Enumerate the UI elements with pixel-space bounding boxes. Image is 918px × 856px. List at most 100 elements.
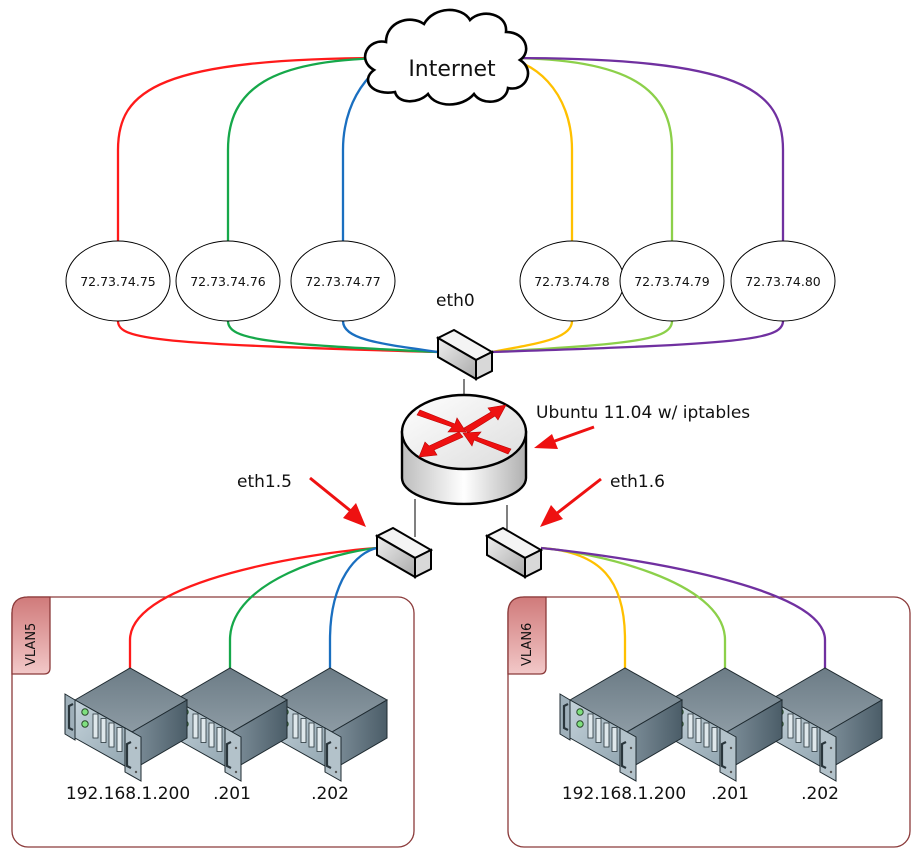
status-led-icon [576,708,584,716]
lan-wire-purple [540,546,827,668]
servers: .202 .201 192.168.1.200 .202 .201 192.168.1.2… [64,667,884,804]
public-ip-node[interactable]: 72.73.74.79 [619,240,725,322]
handle-right [820,741,827,769]
public-ip-node[interactable]: 72.73.74.77 [290,240,396,322]
drive-bay [595,718,602,743]
server-ip-label: 192.168.1.200 [562,784,686,804]
eth0-label: eth0 [436,291,475,311]
drive-bay [611,727,618,752]
lan-wire-red [128,546,378,668]
public-ip-label: 72.73.74.77 [305,274,381,289]
drive-bay [200,718,207,743]
status-led-icon [576,720,584,728]
public-ip-node[interactable]: 72.73.74.75 [65,240,171,322]
screw [234,770,238,774]
screw [134,746,138,750]
screw [629,770,633,774]
lan-wires [128,546,827,668]
public-ip-label: 72.73.74.75 [80,274,156,289]
screw [829,746,833,750]
drive-bay [787,713,794,739]
drive-bay [216,727,223,752]
eth0-wire-red [116,320,439,354]
lan-wire-blue [328,546,378,668]
vlan5-group: VLAN5 [11,596,415,848]
lan-wire-yellow [540,546,627,668]
internet-wires [116,56,785,241]
handle-right [225,741,232,769]
drive-bay [192,713,199,739]
internet-wire-red [116,56,391,241]
drive-bay [603,722,610,748]
eth0-wire-blue [341,320,439,354]
drive-bay [795,718,802,743]
eth0-wire-yellow [491,320,574,354]
router[interactable] [400,393,528,506]
vlan5-border [11,596,415,848]
ip-ellipse [730,240,836,322]
screw [729,746,733,750]
status-led-icon [81,708,89,716]
screw [729,770,733,774]
server-ip-label: .201 [711,784,749,804]
eth1-6-nic[interactable] [484,526,544,579]
status-led-icon [81,720,89,728]
vlan5-tab [11,596,51,675]
router-arrows-icon [416,404,512,458]
drive-bay [711,727,718,752]
eth1-6-pointer-arrow [540,477,602,527]
ip-ellipse [175,240,281,322]
server-ip-label: .201 [213,784,251,804]
handle-left [562,703,569,731]
cloud-icon [363,8,530,106]
public-ip-nodes: 72.73.74.75 72.73.74.76 72.73.74.77 72.73.7… [65,240,836,322]
drive-bay [803,722,810,748]
drive-bay [587,713,594,739]
drive-bay [116,727,123,752]
ip-ellipse [290,240,396,322]
internet-label: Internet [408,57,496,82]
screw [334,746,338,750]
screw [829,770,833,774]
server-vlan5-0[interactable]: 192.168.1.200 [64,667,190,804]
drive-bay [695,718,702,743]
screw [629,746,633,750]
server-ip-label: .202 [311,784,349,804]
handle-right [325,741,332,769]
server-vlan5-1[interactable]: .201 [164,667,289,804]
vlan6-group: VLAN6 [507,596,911,848]
public-ip-node[interactable]: 72.73.74.78 [519,240,625,322]
public-ip-label: 72.73.74.79 [634,274,710,289]
lan-wire-lightgreen [540,546,727,668]
server-vlan6-0[interactable]: 192.168.1.200 [559,667,686,804]
eth0-wires [116,320,785,354]
eth0-wire-green [226,320,439,354]
router-pointer-arrow [534,425,595,449]
internet-wire-purple [509,56,785,241]
vlan6-border [507,596,911,848]
eth0-nic[interactable] [435,328,495,381]
internet-cloud[interactable]: Internet [363,8,530,106]
eth1-5-label: eth1.5 [237,472,292,492]
public-ip-label: 72.73.74.78 [534,274,610,289]
public-ip-node[interactable]: 72.73.74.80 [730,240,836,322]
handle-right [620,741,627,769]
vlan5-label: VLAN5 [24,623,39,666]
server-ip-label: .202 [801,784,839,804]
drive-bay [308,722,315,748]
drive-bay [300,718,307,743]
internet-wire-lightgreen [503,56,674,241]
drive-bay [316,727,323,752]
screw [134,770,138,774]
screw [334,770,338,774]
server-vlan6-2[interactable]: .202 [759,667,884,804]
handle-right [125,741,132,769]
drive-bay [687,713,694,739]
vlan6-tab [507,596,547,675]
router-label: Ubuntu 11.04 w/ iptables [536,403,750,423]
ip-ellipse [65,240,171,322]
eth1-5-nic[interactable] [374,526,434,579]
public-ip-node[interactable]: 72.73.74.76 [175,240,281,322]
ip-ellipse [619,240,725,322]
